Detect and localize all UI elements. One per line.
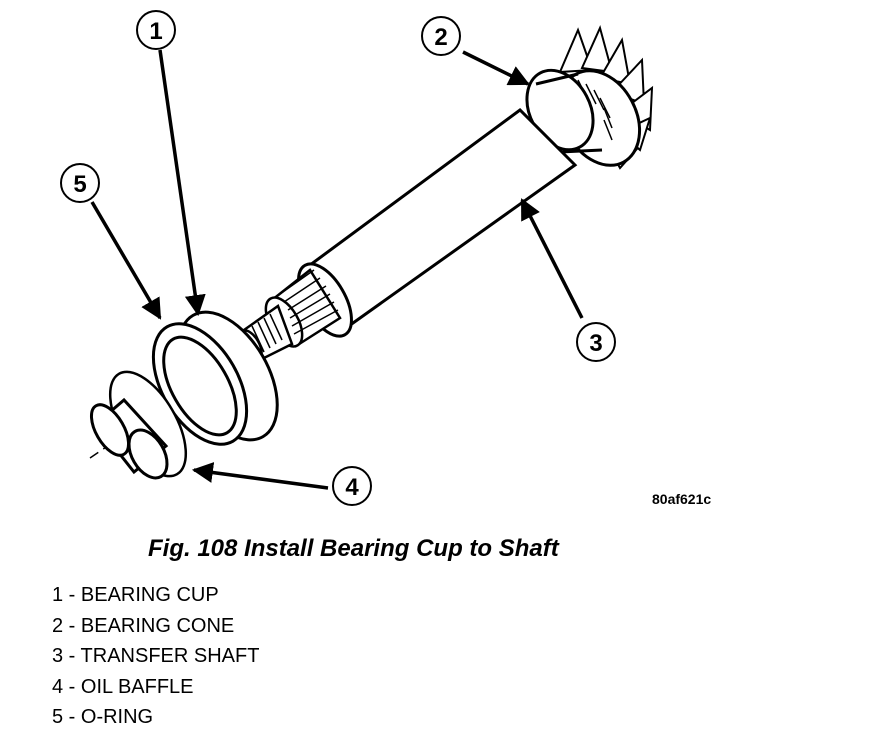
legend-item: 4 - OIL BAFFLE	[52, 675, 194, 698]
legend-item: 3 - TRANSFER SHAFT	[52, 645, 260, 667]
figure-caption: Fig. 108 Install Bearing Cup to Shaft	[148, 535, 559, 562]
legend-item: 2 - BEARING CONE	[52, 614, 235, 637]
exploded-view-drawing: 1 2 3 4 5	[60, 10, 654, 506]
callout-4-label: 4	[345, 474, 359, 501]
leader-5	[90, 201, 162, 320]
leader-2	[462, 50, 530, 86]
leader-lines	[90, 49, 584, 490]
callout-3-circle	[576, 322, 616, 362]
image-code: 80af621c	[652, 491, 712, 507]
callout-1-label: 1	[149, 18, 162, 45]
callout-5-circle	[60, 163, 100, 203]
legend-item: 1 - BEARING CUP	[52, 584, 219, 606]
callout-2-circle	[421, 16, 461, 56]
callout-1-circle	[136, 10, 176, 50]
callout-5-label: 5	[73, 171, 86, 198]
leader-4	[191, 462, 329, 490]
parts-legend: 1 - BEARING CUP 2 - BEARING CONE 3 - TRA…	[52, 580, 259, 733]
legend-item: 5 - O-RING	[52, 706, 154, 728]
bearing-cone	[525, 68, 642, 167]
callout-4-circle	[332, 466, 372, 506]
leader-3	[520, 198, 584, 319]
callout-2-label: 2	[434, 24, 447, 51]
leader-1	[158, 49, 206, 317]
callout-3-label: 3	[589, 330, 602, 357]
oil-baffle	[89, 397, 169, 480]
bearing-cup	[151, 310, 279, 446]
